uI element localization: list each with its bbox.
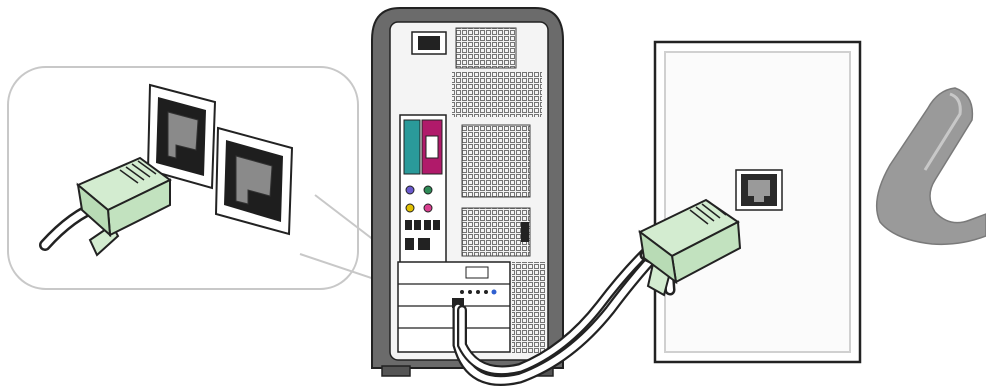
telephone-handset-icon	[877, 88, 986, 244]
wall-phone-jack-icon	[655, 42, 860, 362]
computer-tower-icon	[372, 8, 563, 376]
